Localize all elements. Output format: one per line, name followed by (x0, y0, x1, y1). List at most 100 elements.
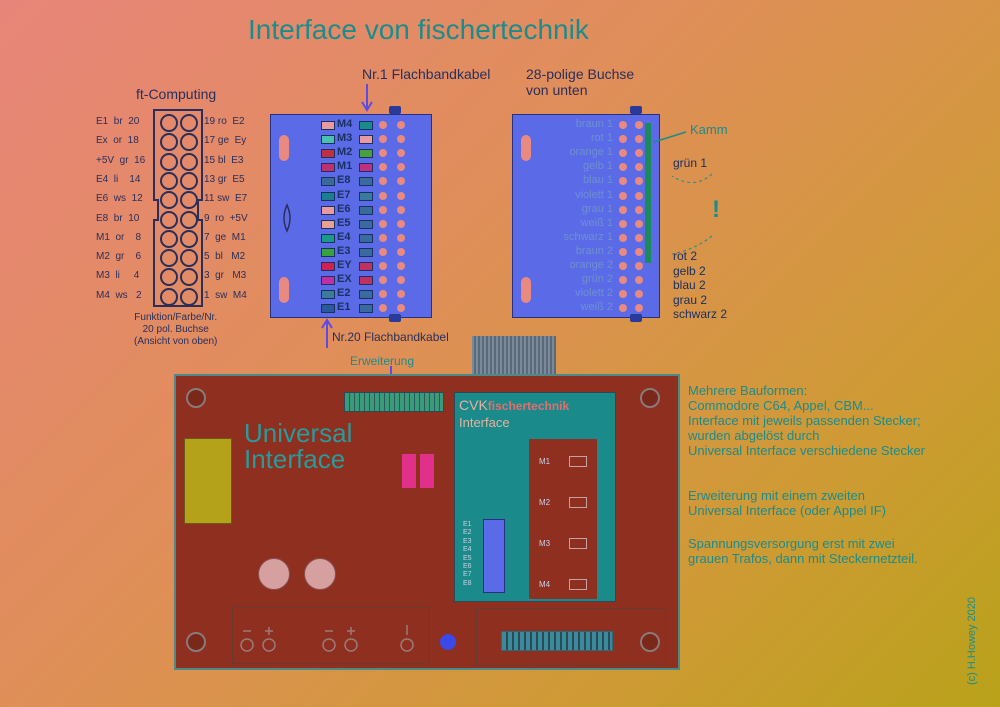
pin-dot (619, 149, 627, 158)
wire-color-label: violett 1 (575, 188, 613, 201)
title-line: Universal (244, 418, 353, 448)
pin-dot (397, 219, 405, 228)
kamm-label: Kamm (690, 122, 728, 137)
copyright: (c) H.Howey 2020 (966, 596, 978, 685)
pin-hole (160, 268, 178, 287)
pin-dot (635, 304, 643, 313)
pin-dot (619, 163, 627, 172)
pin-dot (619, 247, 627, 256)
wire-swatch (321, 219, 335, 229)
info-block-1: Mehrere Bauformen: Commodore C64, Appel,… (688, 383, 925, 458)
caption-line: Funktion/Farbe/Nr. (134, 312, 218, 323)
pin-dot (379, 276, 387, 285)
erweiterung-connector (344, 392, 444, 412)
pin-dot (379, 233, 387, 242)
pin-dot (397, 262, 405, 270)
pin-dot (379, 290, 387, 299)
wire-swatch (359, 262, 373, 271)
pin-label-left: E8 br 10 (96, 212, 140, 224)
key-notch (630, 106, 642, 114)
info-line: wurden abgelöst durch (688, 428, 820, 443)
side-color-label: blau 2 (673, 278, 706, 292)
motor-label: M4 (539, 580, 551, 589)
input-label: E6 (463, 563, 472, 571)
input-connector (483, 519, 505, 593)
pin-dot (397, 276, 405, 285)
pin-dot (619, 177, 627, 186)
pin-dot (619, 304, 627, 313)
wire-color-label: gelb 1 (583, 160, 613, 173)
pin-dot (379, 304, 387, 313)
wire-swatch (359, 191, 373, 201)
pin-hole (160, 191, 178, 210)
pin-hole (160, 171, 178, 190)
pin-hole (180, 287, 198, 306)
signal-tag: E5 (337, 216, 351, 229)
input-label: E1 (463, 521, 472, 528)
pin-hole (160, 229, 178, 248)
mount-hole (640, 388, 660, 408)
motor-label: M3 (539, 539, 551, 548)
wire-color-label: weiß 1 (580, 216, 613, 229)
cvk-title-text: CVK (459, 397, 488, 413)
pin-dot (635, 163, 643, 172)
wire-swatch (321, 135, 335, 145)
pin-dot (619, 219, 627, 228)
pin-label-left: E6 ws 12 (96, 193, 143, 205)
pin-label-right: 9 ro +5V (204, 212, 248, 224)
pin-hole (180, 171, 198, 190)
pin-label-right: 15 bl E3 (204, 154, 244, 166)
pin-label-left: +5V gr 16 (96, 154, 146, 166)
pin-dot (397, 177, 405, 186)
latch-bottom (521, 277, 531, 303)
cvk-brand: fischertechnik (487, 399, 570, 413)
input-label: E7 (463, 571, 472, 579)
info-line: Spannungsversorgung erst mit zwei (688, 536, 895, 551)
signal-tag: E6 (337, 202, 351, 215)
pin-dot (635, 262, 643, 270)
mount-hole (186, 632, 206, 652)
pin-dot (379, 247, 387, 256)
port-connector (501, 631, 613, 651)
wire-swatch (359, 247, 373, 257)
pin-dot (635, 121, 643, 129)
pin-label-left: M2 gr 6 (96, 251, 142, 263)
wire-swatch (321, 121, 335, 130)
pin-dot (397, 247, 405, 256)
pin-dot (379, 219, 387, 228)
wire-color-label: braun 2 (575, 244, 613, 257)
wire-color-label: rot 1 (590, 132, 613, 145)
pin-dot (619, 233, 627, 242)
pin-dot (379, 163, 387, 172)
motor-label: M2 (539, 498, 551, 507)
side-color-label: rot 2 (673, 249, 698, 263)
pin-dot (635, 233, 643, 242)
capacitor (304, 558, 336, 590)
pin-dot (635, 219, 643, 228)
led-block (402, 454, 416, 488)
terminal-screws-icon (240, 625, 414, 652)
dashed-pointer-lines (671, 173, 713, 255)
key-notch (630, 314, 642, 322)
pin-dot (397, 121, 405, 129)
ft-computing-connector (152, 108, 204, 308)
pin-dot (619, 262, 627, 270)
input-label: E5 (463, 554, 472, 562)
wire-color-label: grau 1 (581, 202, 613, 215)
pin-dot (379, 149, 387, 158)
pin-label-right: 1 sw M4 (204, 289, 247, 301)
exclaim-mark: ! (712, 196, 720, 223)
wire-color-label: blau 1 (583, 174, 613, 187)
pin-dot (619, 135, 627, 144)
info-line: Universal Interface verschiedene Stecker (688, 443, 926, 458)
signal-tag: E8 (337, 174, 351, 187)
kamm-bar (645, 123, 651, 263)
pin-label-right: 11 sw E7 (204, 193, 248, 205)
buchse-label-line: von unten (526, 82, 588, 98)
signal-tag: EY (337, 259, 352, 271)
input-label: E3 (463, 537, 472, 545)
universal-interface-title: Universal Interface (244, 420, 352, 472)
pin-dot (635, 276, 643, 285)
